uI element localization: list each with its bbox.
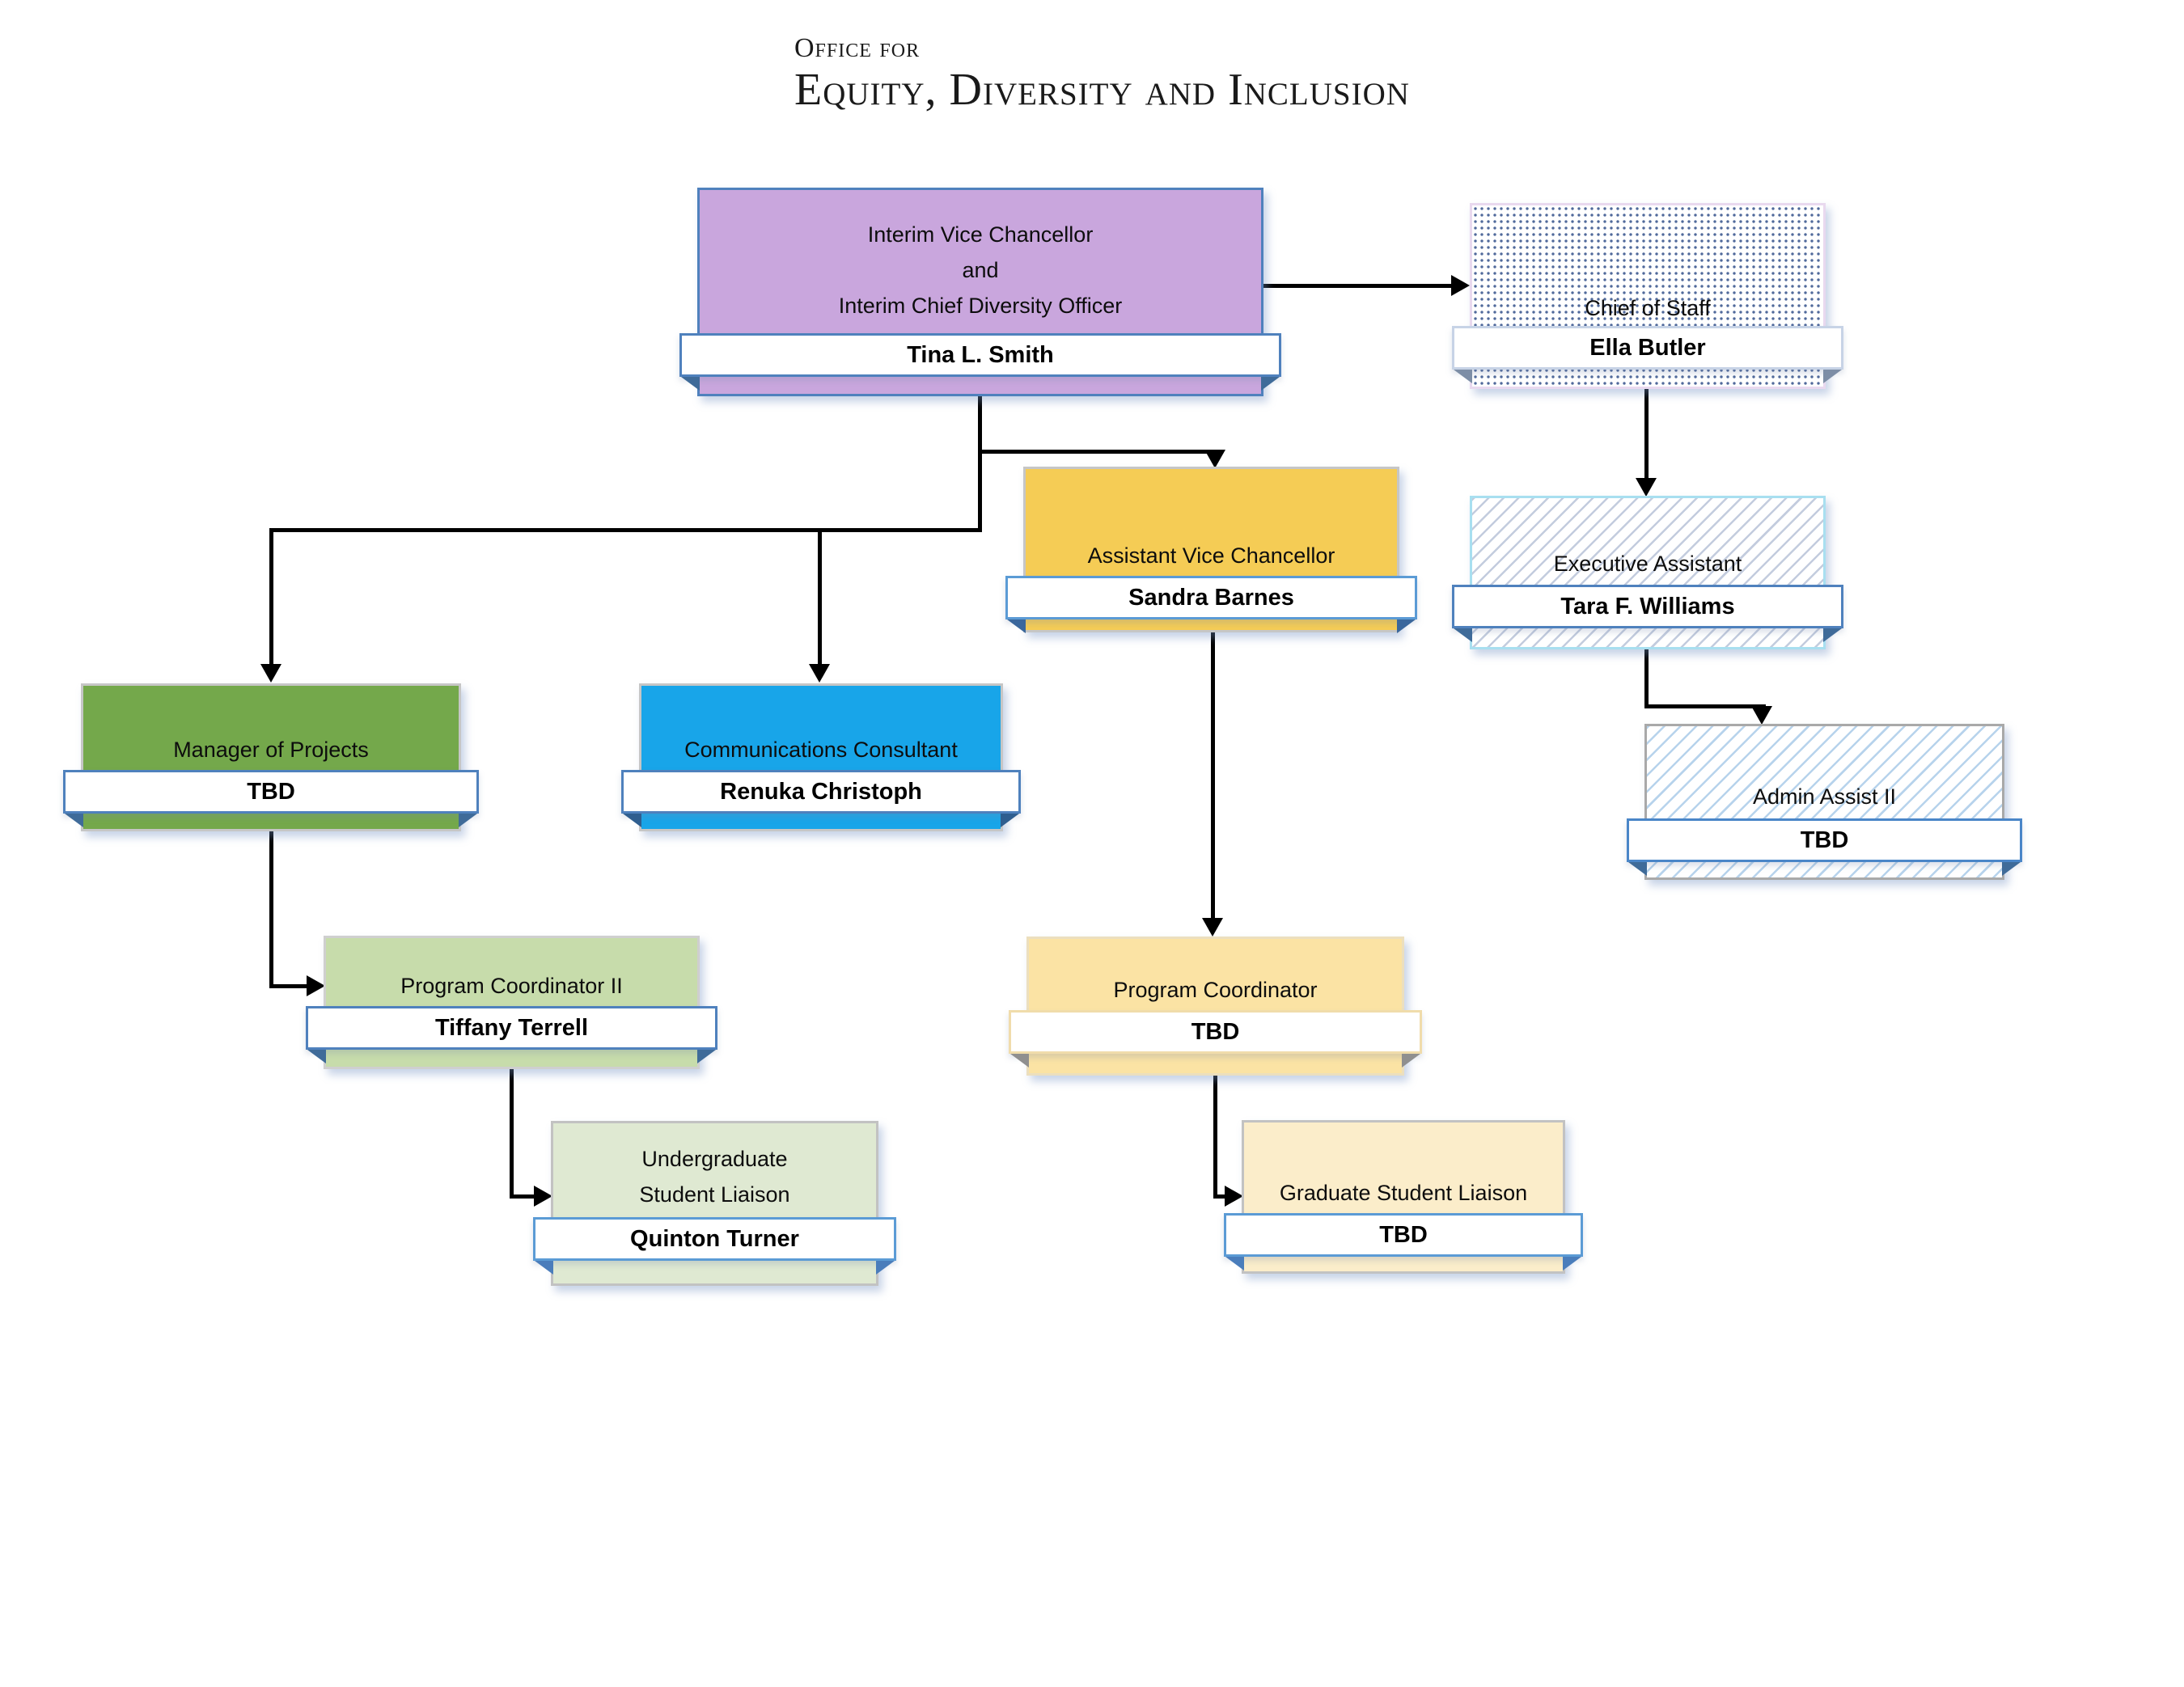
node-name-ribbon: TBD xyxy=(1224,1213,1583,1257)
node-title-line: Admin Assist II xyxy=(1752,784,1897,809)
node-name-ribbon: Renuka Christoph xyxy=(621,770,1021,814)
arrowhead-manager xyxy=(260,664,281,683)
node-name-ribbon: Tiffany Terrell xyxy=(306,1006,717,1050)
node-person-name: Sandra Barnes xyxy=(1128,584,1294,611)
org-node-undergraduate-student-liaison: Undergraduate Student Liaison Quinton Tu… xyxy=(533,1121,896,1286)
connector-pc2-drop xyxy=(510,1069,514,1199)
page-title-line2: Equity, Diversity and Inclusion xyxy=(794,65,1410,115)
node-title: Manager of Projects xyxy=(81,732,461,767)
node-title: Undergraduate Student Liaison xyxy=(551,1141,878,1212)
node-person-name: TBD xyxy=(1800,827,1849,853)
node-title-line: Interim Chief Diversity Officer xyxy=(838,294,1123,318)
org-node-interim-vice-chancellor: Interim Vice Chancellor and Interim Chie… xyxy=(679,188,1281,396)
arrowhead-chief-of-staff xyxy=(1451,275,1470,296)
node-person-name: Tara F. Williams xyxy=(1560,593,1735,619)
org-node-admin-assist-ii: Admin Assist II TBD xyxy=(1627,724,2022,880)
node-name-ribbon: TBD xyxy=(1627,818,2022,862)
node-title: Assistant Vice Chancellor xyxy=(1023,538,1399,573)
node-title-line: Executive Assistant xyxy=(1553,552,1742,576)
node-person-name: Quinton Turner xyxy=(630,1225,799,1252)
org-node-executive-assistant: Executive Assistant Tara F. Williams xyxy=(1452,496,1843,649)
node-title-line: Chief of Staff xyxy=(1585,296,1711,320)
node-title-line: Manager of Projects xyxy=(173,738,369,762)
connector-pc-drop xyxy=(1213,1076,1217,1199)
arrowhead-grad-liaison xyxy=(1225,1186,1243,1207)
node-title-line: Program Coordinator xyxy=(1113,978,1318,1002)
node-name-ribbon: Quinton Turner xyxy=(533,1217,896,1261)
org-node-assistant-vice-chancellor: Assistant Vice Chancellor Sandra Barnes xyxy=(1005,467,1417,632)
arrowhead-program-coordinator-2 xyxy=(307,975,325,996)
node-title: Executive Assistant xyxy=(1470,546,1826,581)
connector-root-drop xyxy=(978,396,982,532)
connector-avc-to-pc xyxy=(1211,632,1215,920)
connector-drop-manager xyxy=(269,528,273,666)
node-name-ribbon: Tina L. Smith xyxy=(679,333,1281,377)
node-title: Interim Vice Chancellor and Interim Chie… xyxy=(697,217,1263,323)
node-title: Admin Assist II xyxy=(1644,779,2004,814)
org-node-chief-of-staff: Chief of Staff Ella Butler xyxy=(1452,203,1843,389)
arrowhead-executive-assistant xyxy=(1636,478,1657,497)
node-person-name: Renuka Christoph xyxy=(720,778,922,805)
connector-ea-elbow xyxy=(1644,704,1766,708)
node-title-line: Assistant Vice Chancellor xyxy=(1087,543,1335,568)
node-title-line: Student Liaison xyxy=(639,1182,790,1207)
node-name-ribbon: TBD xyxy=(1009,1010,1422,1054)
connector-root-to-chief xyxy=(1263,284,1454,288)
node-title-line: Interim Vice Chancellor xyxy=(867,222,1094,247)
arrowhead-comms xyxy=(809,664,830,683)
node-title-line: Program Coordinator II xyxy=(400,974,623,998)
connector-chief-to-ea xyxy=(1644,389,1649,480)
node-name-ribbon: Ella Butler xyxy=(1452,326,1843,370)
connector-manager-elbow xyxy=(269,984,314,988)
arrowhead-program-coordinator xyxy=(1202,918,1223,937)
connector-drop-comms xyxy=(818,528,822,666)
node-name-ribbon: Sandra Barnes xyxy=(1005,576,1417,619)
node-title: Graduate Student Liaison xyxy=(1242,1175,1565,1211)
org-node-program-coordinator-ii: Program Coordinator II Tiffany Terrell xyxy=(306,936,717,1069)
node-title: Chief of Staff xyxy=(1470,290,1826,326)
node-name-ribbon: TBD xyxy=(63,770,479,814)
node-title: Communications Consultant xyxy=(639,732,1003,767)
node-person-name: Tina L. Smith xyxy=(907,341,1054,368)
org-node-graduate-student-liaison: Graduate Student Liaison TBD xyxy=(1224,1120,1583,1274)
connector-root-left-branch xyxy=(269,528,982,532)
node-name-ribbon: Tara F. Williams xyxy=(1452,585,1843,628)
node-person-name: Tiffany Terrell xyxy=(434,1014,589,1041)
page-title-line1: Office for xyxy=(794,33,921,63)
arrowhead-avc xyxy=(1204,450,1225,468)
org-node-communications-consultant: Communications Consultant Renuka Christo… xyxy=(621,683,1021,831)
connector-manager-drop xyxy=(269,831,273,988)
connector-pc-elbow xyxy=(1213,1194,1231,1199)
node-person-name: TBD xyxy=(247,778,295,805)
connector-pc2-elbow xyxy=(510,1194,542,1199)
node-person-name: TBD xyxy=(1191,1018,1240,1045)
node-title-line: and xyxy=(962,258,999,282)
node-title: Program Coordinator xyxy=(1026,972,1404,1008)
connector-root-to-avc xyxy=(978,450,1217,454)
connector-ea-drop xyxy=(1644,649,1649,708)
node-person-name: Ella Butler xyxy=(1589,334,1706,361)
arrowhead-undergrad-liaison xyxy=(534,1186,552,1207)
node-title-line: Undergraduate xyxy=(641,1147,788,1171)
node-title-line: Graduate Student Liaison xyxy=(1279,1181,1528,1205)
org-node-manager-of-projects: Manager of Projects TBD xyxy=(63,683,479,831)
node-title: Program Coordinator II xyxy=(324,968,700,1004)
page-title: Office for Equity, Diversity and Inclusi… xyxy=(794,32,1410,115)
node-title-line: Communications Consultant xyxy=(684,738,958,762)
org-node-program-coordinator: Program Coordinator TBD xyxy=(1009,937,1422,1076)
arrowhead-admin-assist xyxy=(1751,706,1772,725)
node-person-name: TBD xyxy=(1379,1221,1428,1248)
